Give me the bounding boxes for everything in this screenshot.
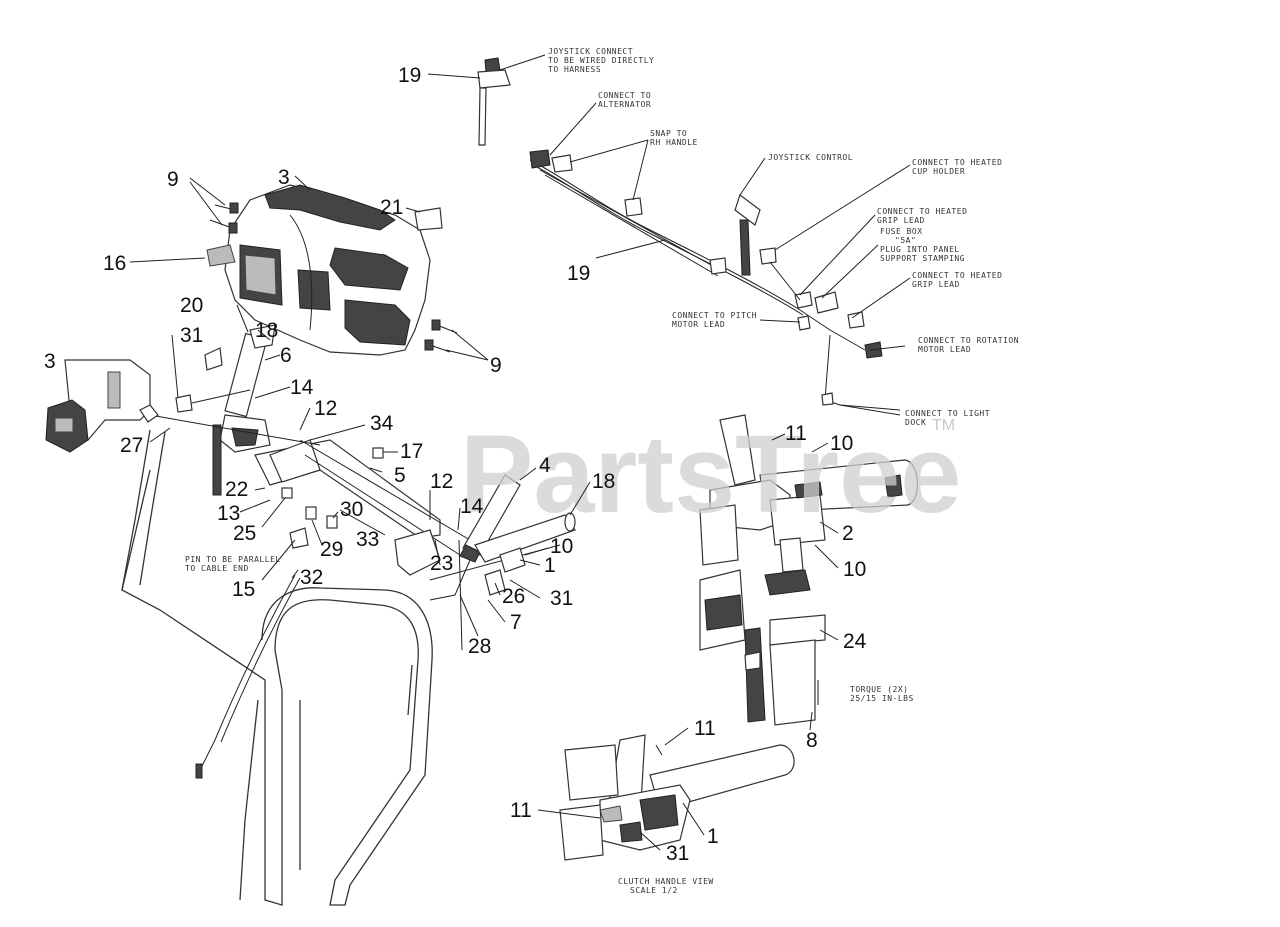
note-heated-cup-2: CUP HOLDER: [912, 167, 965, 176]
note-snap-1: SNAP TO: [650, 129, 687, 138]
note-pitch-1: CONNECT TO PITCH: [672, 311, 757, 320]
callout-15: 15: [232, 578, 255, 601]
callout-20: 20: [180, 294, 203, 317]
note-pin-2: TO CABLE END: [185, 564, 249, 573]
callout-numbers: 19 19 3 3 21 9 9 16 20 18 31 6 14 12 34 …: [44, 64, 867, 865]
note-light-2: DOCK: [905, 418, 926, 427]
callout-31-center: 31: [550, 587, 573, 610]
callout-32: 32: [300, 566, 323, 589]
callout-14-lower: 14: [460, 495, 484, 518]
note-joystick-3: TO HARNESS: [548, 65, 601, 74]
note-heated-cup-1: CONNECT TO HEATED: [912, 158, 1002, 167]
joystick: [477, 57, 511, 146]
bolts: [206, 202, 458, 353]
callout-10-lower: 10: [843, 558, 866, 581]
wiring-harness: [529, 149, 901, 411]
note-pin-1: PIN TO BE PARALLEL: [185, 555, 281, 564]
callout-26: 26: [502, 585, 525, 608]
callout-4: 4: [539, 454, 551, 477]
callout-18-left: 18: [255, 319, 278, 342]
note-light-1: CONNECT TO LIGHT: [905, 409, 990, 418]
leader-lines: [129, 54, 911, 851]
note-fuse-1: FUSE BOX: [880, 227, 923, 236]
watermark: PartsTree: [460, 413, 961, 536]
callout-14-upper: 14: [290, 376, 314, 399]
note-snap-2: RH HANDLE: [650, 138, 698, 147]
handle-detail: [699, 414, 919, 726]
note-alternator-1: CONNECT TO: [598, 91, 651, 100]
callout-28: 28: [468, 635, 491, 658]
callout-10-center: 10: [550, 535, 573, 558]
note-rotation-1: CONNECT TO ROTATION: [918, 336, 1019, 345]
note-heated-grip-1a: CONNECT TO HEATED: [877, 207, 967, 216]
callout-19-harness: 19: [567, 262, 590, 285]
handle-frame: [121, 429, 433, 906]
callout-19-joystick: 19: [398, 64, 421, 87]
callout-34: 34: [370, 412, 394, 435]
callout-12-lower: 12: [430, 470, 453, 493]
note-joystick-control: JOYSTICK CONTROL: [768, 153, 853, 162]
callout-16: 16: [103, 252, 126, 275]
note-alternator-2: ALTERNATOR: [598, 100, 651, 109]
clutch-handle-view: [559, 734, 795, 861]
callout-22: 22: [225, 478, 248, 501]
note-fuse-4: SUPPORT STAMPING: [880, 254, 965, 263]
callout-9-left: 9: [167, 168, 179, 191]
note-clutch-2: SCALE 1/2: [630, 886, 678, 895]
callout-30: 30: [340, 498, 363, 521]
callout-3-console: 3: [278, 166, 290, 189]
note-torque-2: 25/15 IN-LBS: [850, 694, 914, 703]
callout-17: 17: [400, 440, 423, 463]
callout-13: 13: [217, 502, 240, 525]
callout-18-right: 18: [592, 470, 615, 493]
callout-23: 23: [430, 552, 453, 575]
callout-8: 8: [806, 729, 818, 752]
callout-11-clutch-left: 11: [510, 799, 532, 822]
note-pitch-2: MOTOR LEAD: [672, 320, 725, 329]
note-joystick-1: JOYSTICK CONNECT: [548, 47, 633, 56]
shaft-assembly: [139, 324, 576, 651]
callout-31-clutch: 31: [666, 842, 689, 865]
callout-7: 7: [510, 611, 522, 634]
note-clutch-1: CLUTCH HANDLE VIEW: [618, 877, 714, 886]
callout-3-side-panel: 3: [44, 350, 56, 373]
callout-5: 5: [394, 464, 406, 487]
callout-25: 25: [233, 522, 256, 545]
callout-9-right: 9: [490, 354, 502, 377]
note-heated-grip-1b: GRIP LEAD: [877, 216, 925, 225]
note-heated-grip-2a: CONNECT TO HEATED: [912, 271, 1002, 280]
note-heated-grip-2b: GRIP LEAD: [912, 280, 960, 289]
callout-29: 29: [320, 538, 343, 561]
callout-10-upper: 10: [830, 432, 853, 455]
callout-11-clutch-top: 11: [694, 717, 716, 740]
callout-21: 21: [380, 196, 403, 219]
callout-12-upper: 12: [314, 397, 337, 420]
callout-1-center: 1: [544, 554, 556, 577]
callout-6: 6: [280, 344, 292, 367]
callout-31-left: 31: [180, 324, 203, 347]
note-fuse-2: "5A": [895, 236, 916, 245]
callout-33: 33: [356, 528, 379, 551]
callout-27: 27: [120, 434, 143, 457]
callout-1-clutch: 1: [707, 825, 719, 848]
callout-2: 2: [842, 522, 854, 545]
joystick-control-bracket: [734, 194, 761, 226]
callout-24: 24: [843, 630, 867, 653]
watermark-trademark: TM: [932, 417, 955, 434]
note-torque-1: TORQUE (2X): [850, 685, 908, 694]
assembly-notes: JOYSTICK CONNECT TO BE WIRED DIRECTLY TO…: [185, 47, 1019, 895]
dash-console: [224, 184, 431, 356]
note-rotation-2: MOTOR LEAD: [918, 345, 971, 354]
console-side-panel: [45, 359, 151, 453]
note-joystick-2: TO BE WIRED DIRECTLY: [548, 56, 654, 65]
callout-11-upper: 11: [785, 422, 807, 445]
note-fuse-3: PLUG INTO PANEL: [880, 245, 960, 254]
